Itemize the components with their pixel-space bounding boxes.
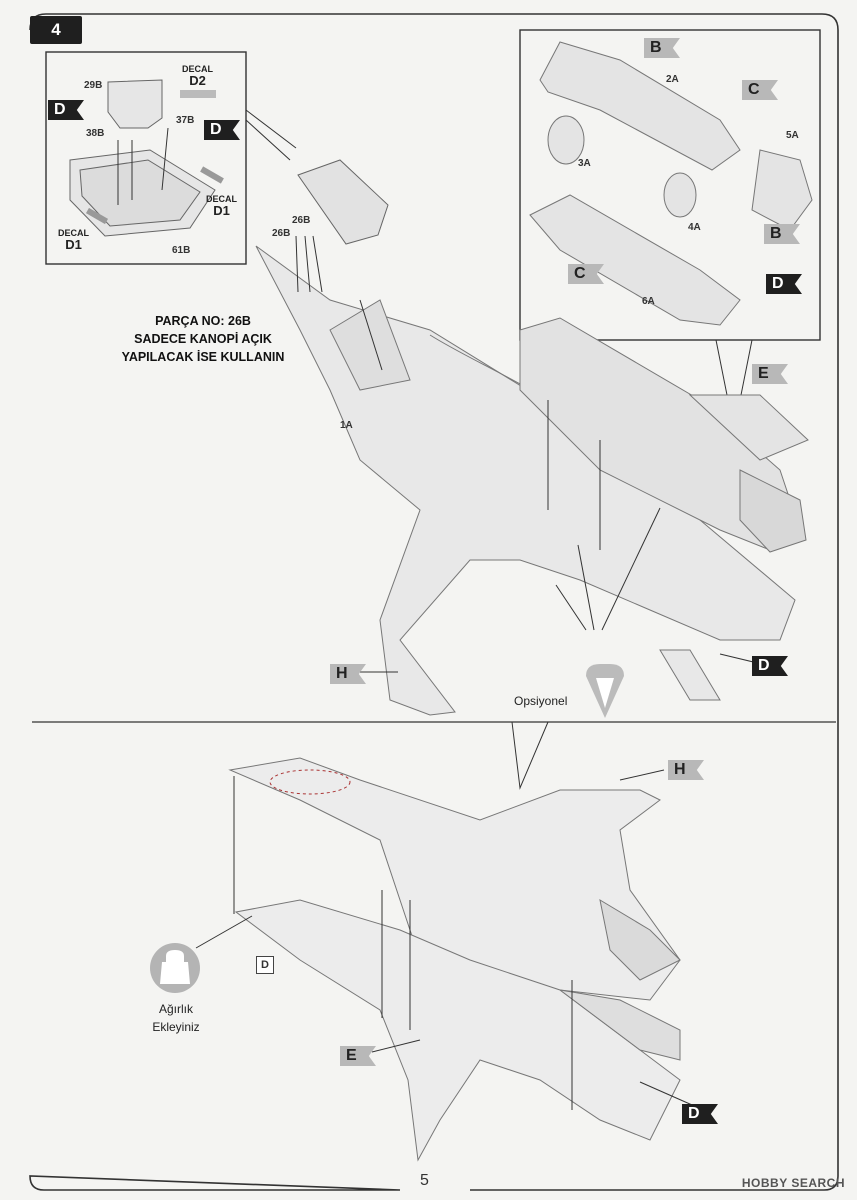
decal-d1-left: DECAL D1: [58, 228, 89, 252]
part-38: 38B: [86, 128, 105, 139]
decal-d1-right-code: D1: [213, 203, 230, 218]
part-26-left: 26B: [272, 228, 291, 239]
part-5: 5A: [786, 130, 799, 141]
part-61: 61B: [172, 245, 191, 256]
flag-d-cockpit-2: D: [204, 120, 240, 140]
decal-d1-left-code: D1: [65, 237, 82, 252]
step-number: 4: [30, 16, 82, 44]
note-line-3: YAPILACAK İSE KULLANIN: [121, 350, 285, 364]
part-6: 6A: [642, 296, 655, 307]
weight-note-line-2: Ekleyiniz: [152, 1020, 200, 1034]
watermark: HOBBY SEARCH: [741, 1176, 845, 1190]
canopy-note: PARÇA NO: 26B SADECE KANOPİ AÇIK YAPILAC…: [108, 312, 298, 366]
flag-e-lower: E: [340, 1046, 376, 1066]
note-line-2: SADECE KANOPİ AÇIK: [134, 332, 272, 346]
lower-fuselage-top: [228, 757, 681, 1001]
tail-part-e: [688, 394, 809, 461]
flag-b-top: B: [644, 38, 680, 58]
flag-d-upper: D: [752, 656, 788, 676]
decal-d2: DECAL D2: [182, 64, 213, 88]
flag-b-bottom: B: [764, 224, 800, 244]
decal-d1-left-label: DECAL: [58, 228, 89, 238]
flag-d-engine: D: [766, 274, 802, 294]
flag-d-cockpit-1: D: [48, 100, 84, 120]
weight-icon: [150, 943, 200, 993]
decal-d1-right-label: DECAL: [206, 194, 237, 204]
note-line-1: PARÇA NO: 26B: [155, 314, 251, 328]
optional-label: Opsiyonel: [514, 694, 568, 708]
engine-exhaust-upper: [519, 317, 807, 553]
engine-parts: [529, 41, 813, 326]
weight-note: Ağırlık Ekleyiniz: [148, 1000, 204, 1036]
lower-fuselage-bottom: [234, 899, 681, 1162]
flag-h-lower: H: [668, 760, 704, 780]
flag-e-upper: E: [752, 364, 788, 384]
part-4: 4A: [688, 222, 701, 233]
part-2: 2A: [666, 74, 679, 85]
decal-d1-right: DECAL D1: [206, 194, 237, 218]
cockpit-inset-box: [45, 51, 247, 265]
engine-inset-box: [519, 29, 821, 341]
flag-c-bottom: C: [568, 264, 604, 284]
paint-d-box: D: [256, 956, 274, 974]
flag-d-lower: D: [682, 1104, 718, 1124]
page-number: 5: [420, 1172, 429, 1189]
canopy-part: [297, 159, 389, 245]
decal-d2-label: DECAL: [182, 64, 213, 74]
part-3: 3A: [578, 158, 591, 169]
part-37: 37B: [176, 115, 195, 126]
part-26-right: 26B: [292, 215, 311, 226]
cockpit-tub: [69, 79, 216, 237]
weight-note-line-1: Ağırlık: [158, 1002, 193, 1016]
part-1: 1A: [340, 420, 353, 431]
decal-d2-code: D2: [189, 73, 206, 88]
flag-h-upper: H: [330, 664, 366, 684]
part-29: 29B: [84, 80, 103, 91]
flag-c-top: C: [742, 80, 778, 100]
